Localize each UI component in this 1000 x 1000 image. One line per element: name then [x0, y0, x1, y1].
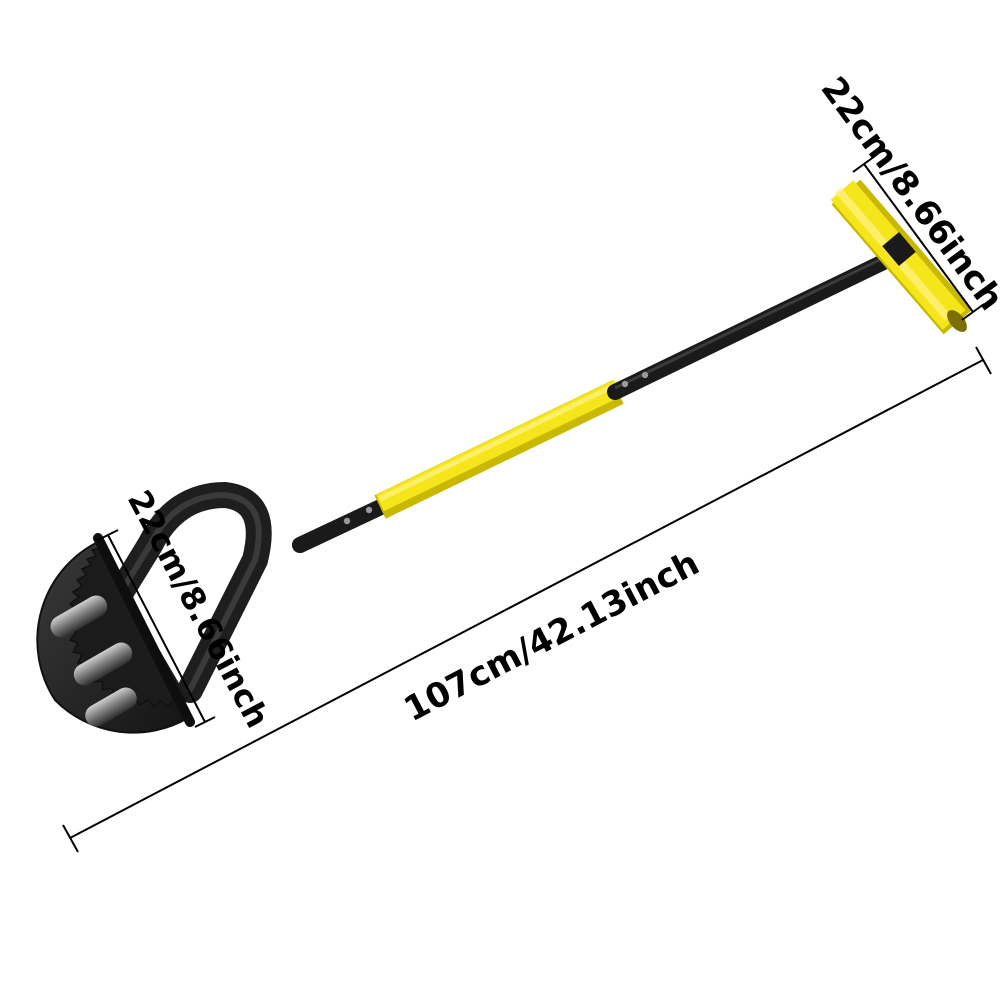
rivet-2	[365, 506, 373, 514]
dimension-lines	[62, 155, 992, 853]
t-handle	[830, 179, 973, 335]
blade-step	[93, 533, 195, 727]
shaft-upper	[607, 246, 908, 400]
t-handle-end	[947, 310, 967, 332]
rivet-4	[641, 371, 649, 379]
edger-tool	[36, 179, 973, 734]
grip-pad-2	[73, 642, 133, 686]
rivet-1	[343, 517, 351, 525]
grip-pad-3	[85, 687, 137, 727]
serrated-blade	[36, 533, 195, 734]
rivet-3	[621, 380, 629, 388]
length-dimension-line	[69, 359, 984, 839]
grip-pad-1	[50, 595, 108, 638]
handle-width-dimension-line	[863, 163, 974, 313]
total-length-label: 107cm/42.13inch	[398, 543, 706, 730]
loop-frame-highlight	[107, 491, 262, 693]
blade-width-dimension-line	[107, 534, 206, 723]
